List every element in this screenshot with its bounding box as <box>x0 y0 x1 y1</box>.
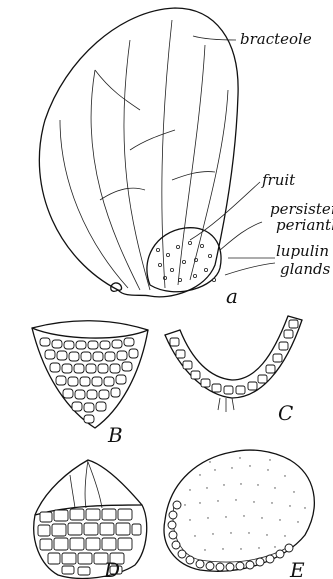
panel-d-drawing <box>34 460 147 578</box>
fruit-outline <box>147 228 221 292</box>
label-lupulin: lupulin <box>276 242 329 260</box>
label-fruit: fruit <box>261 171 296 189</box>
label-bracteole: bracteole <box>240 30 312 48</box>
panel-letter-e: E <box>289 558 305 579</box>
panel-a-drawing <box>39 8 275 297</box>
bracteole-outline <box>39 8 238 297</box>
panel-letter-a: a <box>226 284 238 308</box>
panel-c-drawing <box>165 316 302 412</box>
panel-letter-b: B <box>107 423 123 447</box>
label-perianth: perianth <box>276 216 333 234</box>
panel-letter-d: D <box>103 558 120 579</box>
panel-b-drawing <box>32 321 148 428</box>
panel-e-drawing <box>164 450 314 571</box>
panel-letter-c: C <box>278 401 293 425</box>
label-glands: glands <box>280 260 331 278</box>
